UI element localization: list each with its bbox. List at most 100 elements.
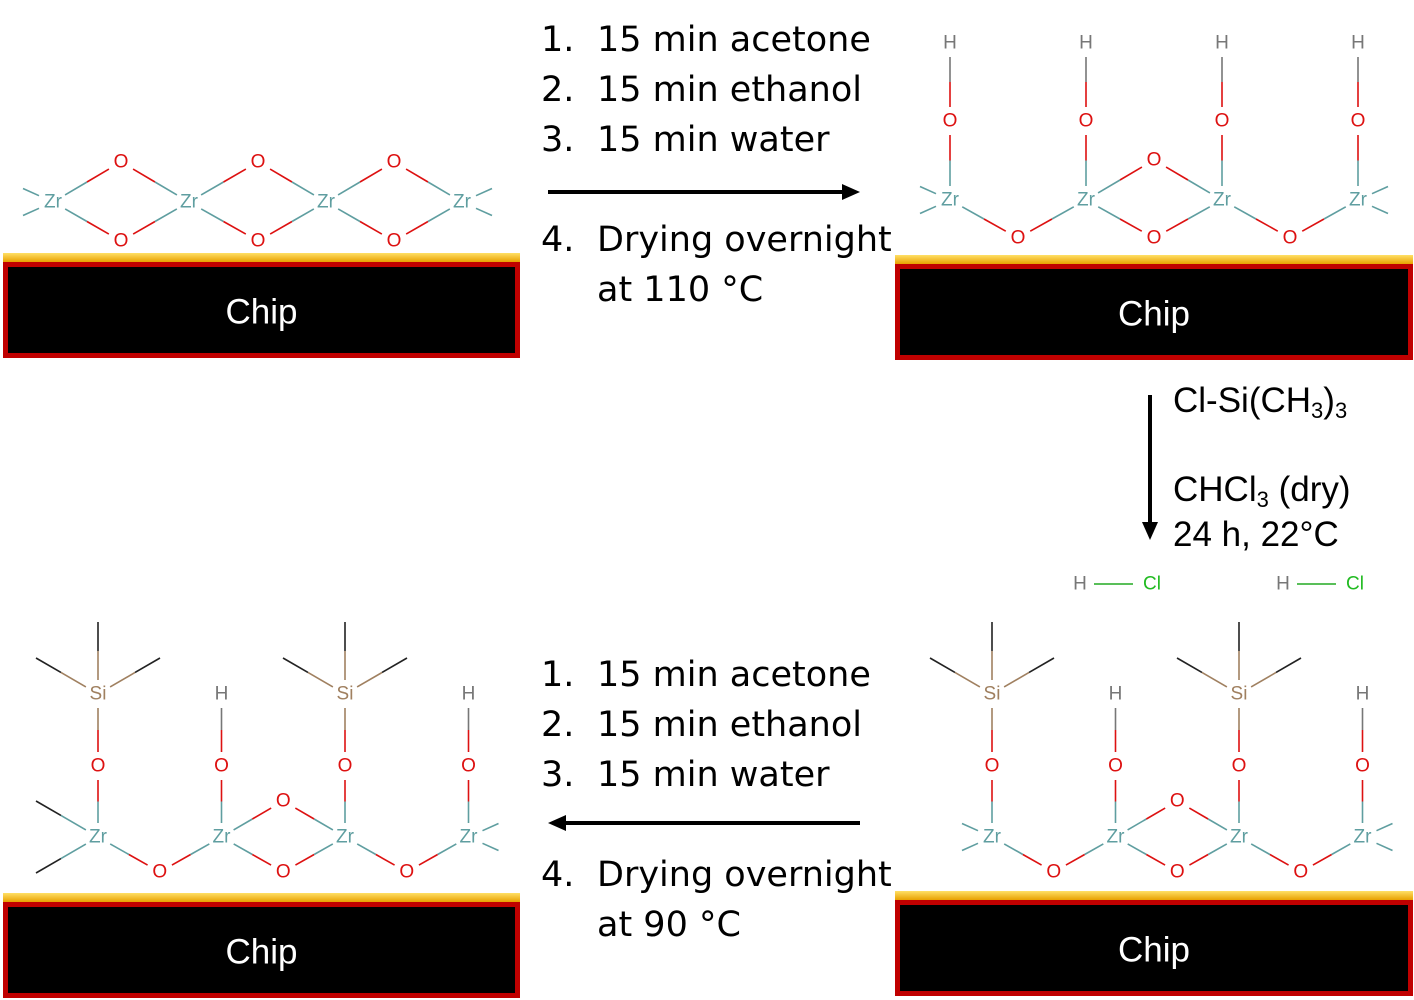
p2-b4-a <box>1165 166 1189 181</box>
p3-zr-atom-3: Zr <box>1354 827 1373 848</box>
p4-b7-b <box>375 853 395 866</box>
p3-zr-atom-1: Zr <box>1107 827 1126 848</box>
p4-b4-b <box>313 818 334 831</box>
p3-si-me-left-2-a <box>1201 671 1228 688</box>
p1-chip-gold-layer <box>3 253 520 262</box>
p4-o-atom-0: O <box>91 756 106 777</box>
p3-si-me-left-0-a <box>954 671 981 688</box>
p1-bond-2d-b <box>427 208 451 223</box>
p1-o-atom-3: O <box>114 231 129 252</box>
p2-b3-a <box>1097 179 1121 194</box>
p4-o-atom-5: O <box>399 862 414 883</box>
p4-b7-a <box>356 843 377 856</box>
p3-b5-a <box>1127 843 1147 856</box>
p1-bond-0c-b <box>86 220 110 235</box>
p3-b8-b <box>1331 843 1351 856</box>
bottom-step-4: 4.Drying overnight <box>541 855 892 895</box>
hcl-0-h-atom: H <box>1073 574 1087 595</box>
p1-bond-0d-b <box>154 208 178 223</box>
p3-b6-b <box>1207 843 1228 856</box>
p1-o-atom-1: O <box>251 152 266 173</box>
p3-si-me-right-2-a <box>1250 671 1277 688</box>
p4-o-atom-6: O <box>276 791 291 812</box>
top-step-1: 1.15 min acetone <box>541 20 871 60</box>
bottom-step-4-temp: at 90 °C <box>597 905 741 945</box>
p4-b1-b <box>128 853 148 866</box>
top-step-4-temp: at 110 °C <box>597 270 764 310</box>
p3-o-atom-4: O <box>1046 862 1061 883</box>
p4-zr-me-2-a <box>60 843 87 860</box>
p3-b8-a <box>1312 853 1333 866</box>
top-step-list: 1.15 min acetone 2.15 min ethanol 3.15 m… <box>541 15 871 165</box>
p1-bond-1b-a <box>269 168 293 183</box>
p1-chip-label: Chip <box>226 293 298 332</box>
p1-bond-1a-a <box>200 181 224 196</box>
p1-dash-l2 <box>22 207 40 217</box>
p4-b1-a <box>109 843 130 856</box>
p1-bond-2c-a <box>337 208 361 223</box>
p4-h-atom-3: H <box>462 684 476 705</box>
p4-o-atom-2: O <box>338 756 353 777</box>
p2-o-atom-0: O <box>943 111 958 132</box>
p4-zr-me-1-a <box>60 814 87 831</box>
p2-b3-b <box>1119 166 1143 181</box>
arrow-down-head <box>1142 522 1158 540</box>
p1-bond-1d-b <box>291 208 315 223</box>
p4-b8-a <box>418 853 439 866</box>
bottom-step-1: 1.15 min acetone <box>541 655 871 695</box>
p4-zr-atom-1: Zr <box>213 827 232 848</box>
p3-b4-a <box>1188 807 1209 820</box>
p4-o-atom-1: O <box>214 756 229 777</box>
p2-zr-atom-2: Zr <box>1213 190 1232 211</box>
p2-zr-atom-1: Zr <box>1077 190 1096 211</box>
p1-bond-0b-a <box>132 168 156 183</box>
p2-h-atom-0: H <box>943 33 957 54</box>
p1-bond-0b-b <box>154 181 178 196</box>
p1-dash-r2 <box>475 207 493 217</box>
p3-zr-atom-2: Zr <box>1230 827 1249 848</box>
p1-bond-0c-a <box>64 208 88 223</box>
p2-b2-b <box>1051 206 1075 220</box>
p1-o-atom-2: O <box>387 152 402 173</box>
bottom-step-list-drying: 4.Drying overnight at 90 °C <box>541 850 892 950</box>
p3-o-atom-0: O <box>985 756 1000 777</box>
p3-o-atom-5: O <box>1293 862 1308 883</box>
top-step-list-drying: 4.Drying overnight at 110 °C <box>541 215 892 315</box>
p3-dash-r2 <box>1376 842 1393 852</box>
p2-dash-l1 <box>919 185 937 195</box>
p1-bond-1b-b <box>291 181 315 196</box>
p2-b6-b <box>1187 206 1211 220</box>
p2-o-atom-3: O <box>1351 111 1366 132</box>
p2-o-atom-2: O <box>1215 111 1230 132</box>
p4-zr-atom-2: Zr <box>336 827 355 848</box>
p3-b3-a <box>1127 818 1147 831</box>
p1-dash-l1 <box>22 187 40 197</box>
p1-bond-0a-a <box>64 181 88 196</box>
p2-o-atom-1: O <box>1079 111 1094 132</box>
p1-zr-atom-3: Zr <box>453 192 472 213</box>
p3-b4-b <box>1207 818 1228 831</box>
p2-dash-r1 <box>1371 185 1389 195</box>
p4-dash-r1 <box>482 822 499 832</box>
p4-si-me-right-0-a <box>109 671 136 688</box>
p3-b6-a <box>1189 853 1209 866</box>
p4-h-atom-1: H <box>215 684 229 705</box>
p2-zr-atom-3: Zr <box>1349 190 1368 211</box>
bottom-step-list: 1.15 min acetone 2.15 min ethanol 3.15 m… <box>541 650 871 800</box>
p2-b1-a <box>961 206 985 220</box>
p2-b5-a <box>1097 206 1121 220</box>
p2-chip-label: Chip <box>1118 295 1190 334</box>
p4-b2-b <box>190 843 210 856</box>
p3-o-atom-6: O <box>1170 791 1185 812</box>
arrow-left-head <box>548 815 566 831</box>
p1-bond-2c-b <box>359 220 383 235</box>
p4-zr-atom-3: Zr <box>460 827 479 848</box>
p3-dash-r1 <box>1376 822 1393 832</box>
p3-b7-b <box>1269 853 1289 866</box>
p1-dash-r1 <box>475 187 493 197</box>
p2-b8-b <box>1323 206 1347 220</box>
top-step-2: 2.15 min ethanol <box>541 70 862 110</box>
bottom-step-2: 2.15 min ethanol <box>541 705 862 745</box>
